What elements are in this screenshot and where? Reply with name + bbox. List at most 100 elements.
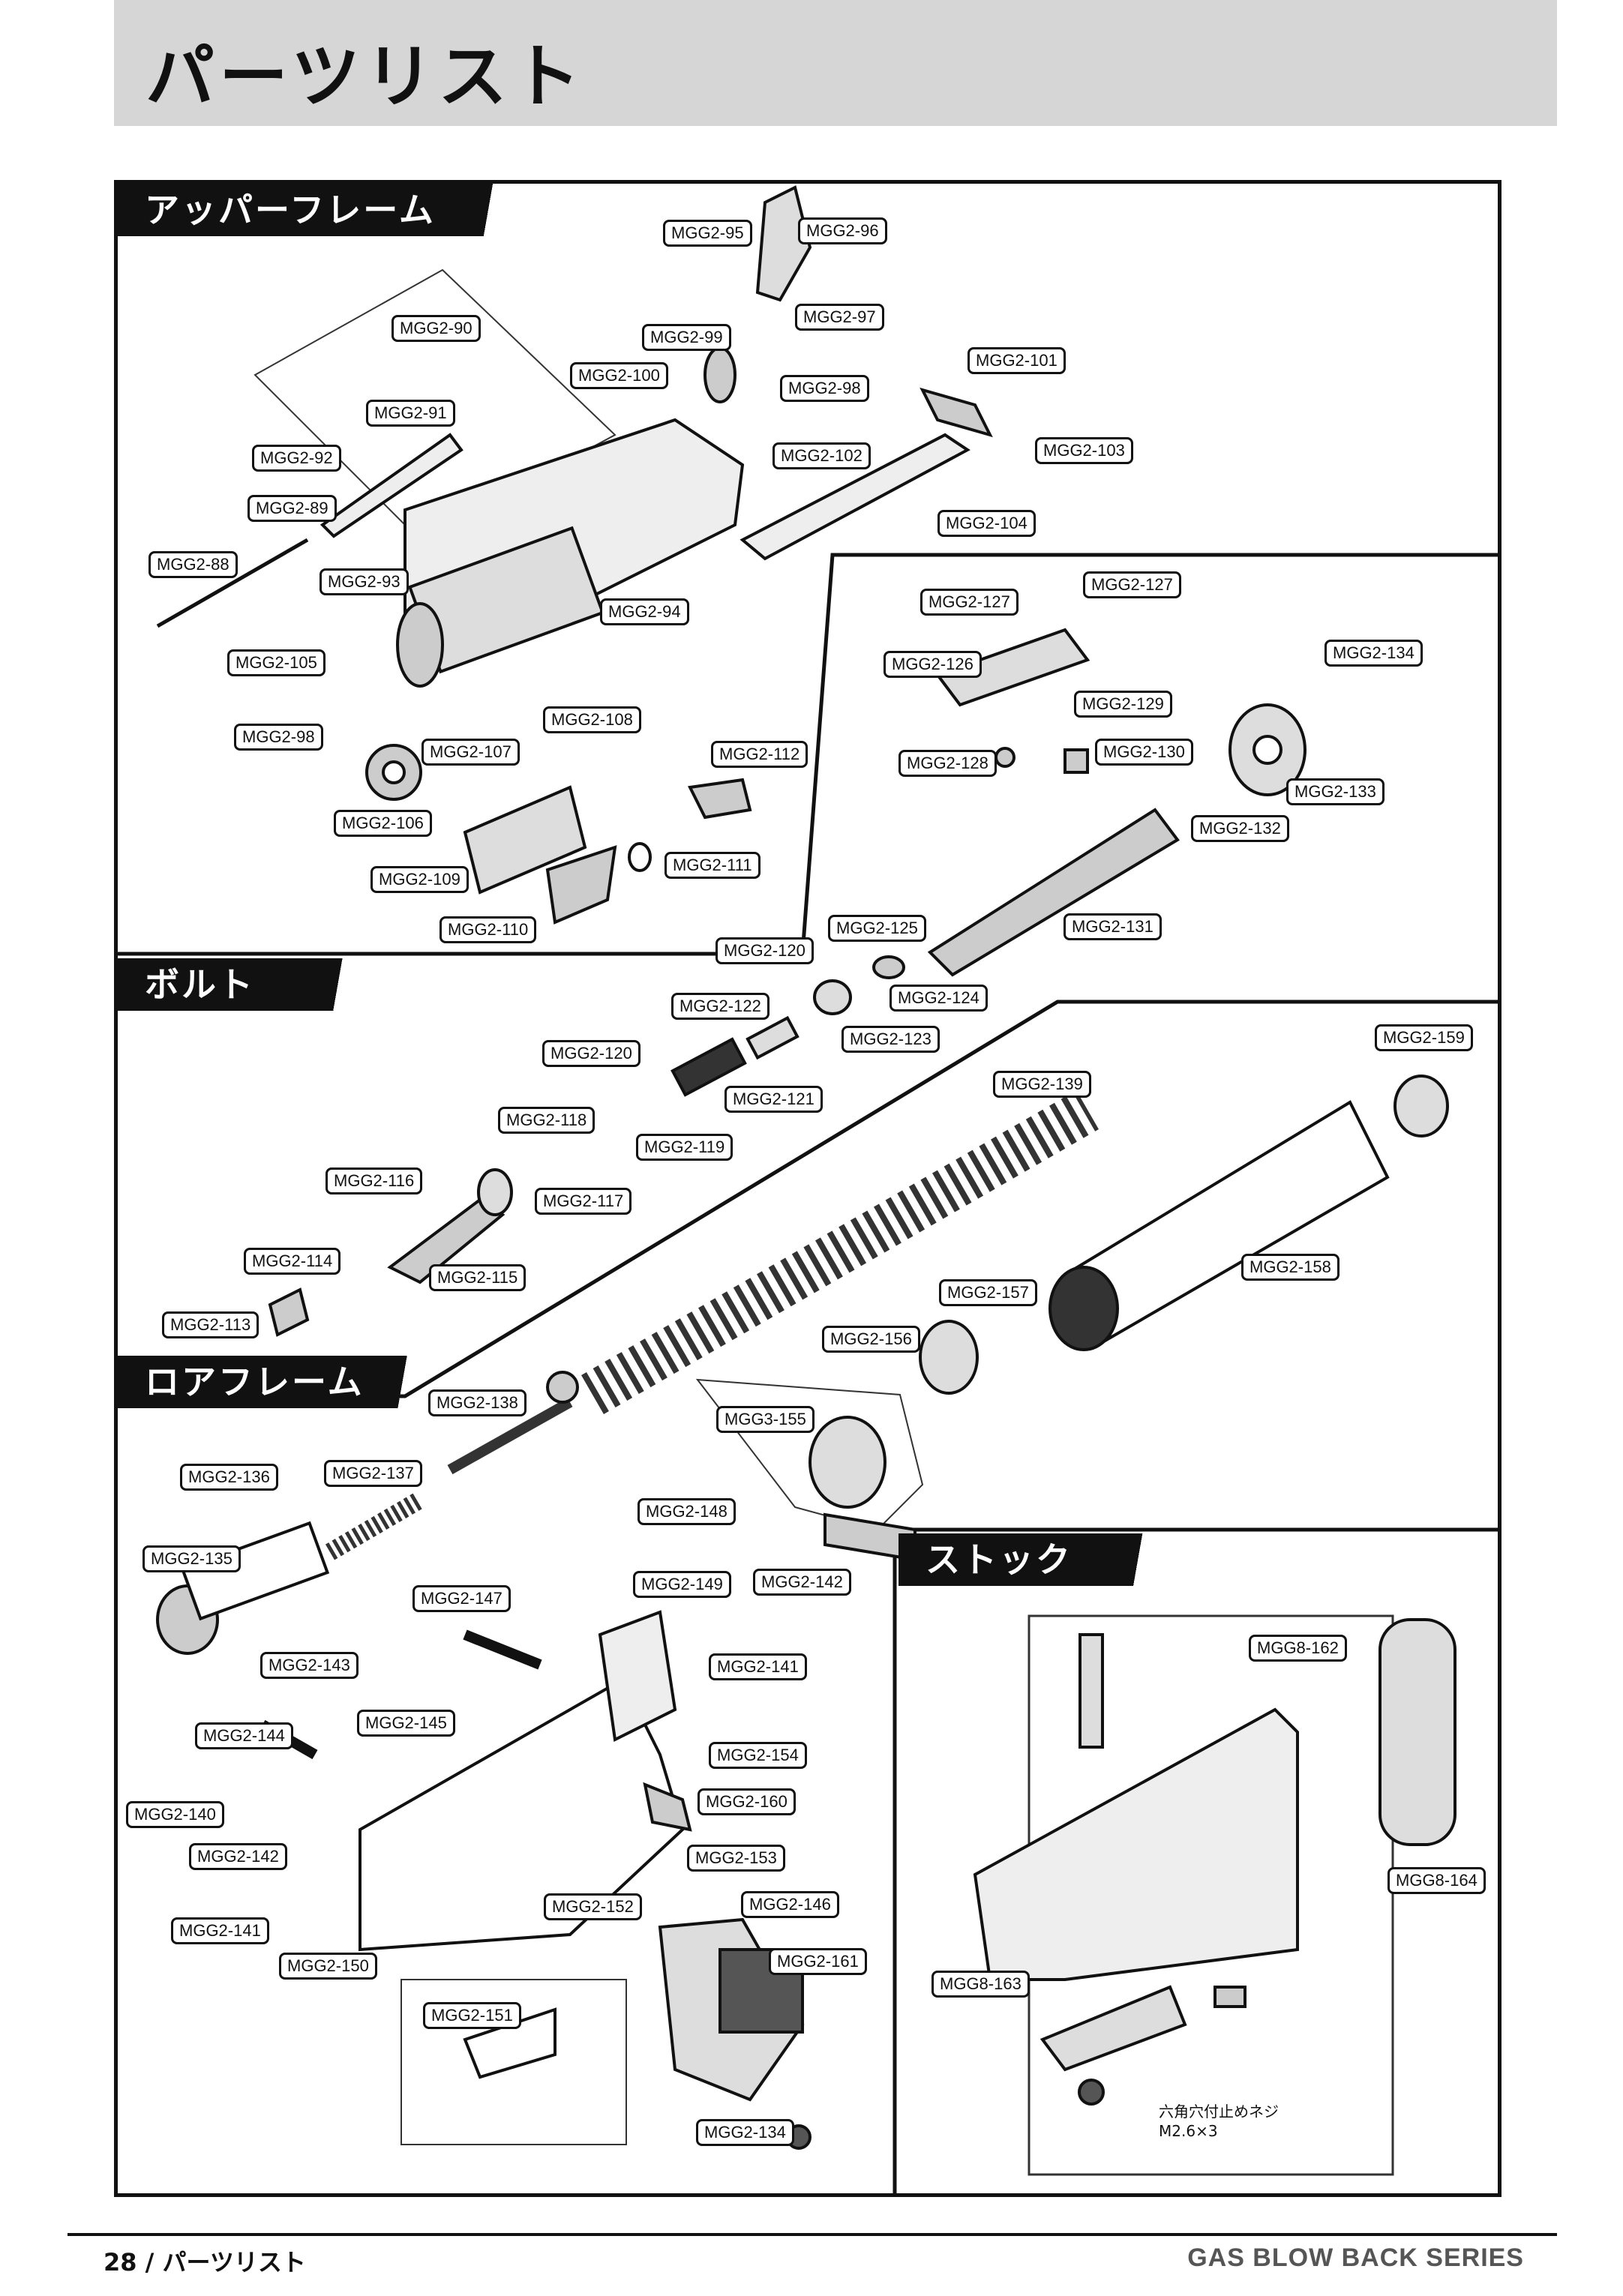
- part-callout: MGG2-160: [698, 1788, 796, 1815]
- part-callout: MGG2-127: [920, 589, 1018, 616]
- part-callout: MGG2-153: [687, 1845, 785, 1872]
- part-callout: MGG2-140: [126, 1801, 224, 1828]
- part-callout: MGG2-115: [429, 1264, 526, 1291]
- footer-rule: [68, 2233, 1557, 2236]
- section-tab-stock: ストック: [898, 1533, 1173, 1586]
- section-label-bolt: ボルト: [145, 964, 255, 1005]
- part-callout: MGG2-134: [696, 2119, 794, 2146]
- part-callout: MGG2-97: [795, 304, 884, 331]
- part-callout: MGG2-93: [320, 568, 409, 595]
- set-screw-note: 六角穴付止めネジ M2.6×3: [1159, 2103, 1279, 2140]
- section-label-lower-frame: ロアフレーム: [145, 1362, 364, 1402]
- part-callout: MGG8-163: [932, 1971, 1030, 1998]
- part-callout: MGG2-136: [180, 1464, 278, 1491]
- part-callout: MGG2-149: [633, 1571, 731, 1598]
- part-callout: MGG2-130: [1095, 739, 1193, 766]
- part-callout: MGG2-157: [939, 1279, 1037, 1306]
- page-header: パーツリスト: [114, 0, 1557, 126]
- page-number-label: 28 / パーツリスト: [104, 2248, 306, 2277]
- part-callout: MGG2-96: [798, 217, 887, 244]
- part-callout: MGG2-147: [412, 1585, 511, 1612]
- part-callout: MGG2-112: [711, 741, 808, 768]
- part-callout: MGG8-162: [1249, 1635, 1347, 1662]
- part-callout: MGG2-105: [227, 649, 326, 676]
- part-callout: MGG2-90: [392, 315, 481, 342]
- lower-frame-parts: [156, 1371, 924, 2150]
- part-callout: MGG2-127: [1083, 571, 1181, 598]
- part-callout: MGG2-142: [753, 1569, 851, 1596]
- part-callout: MGG2-99: [642, 324, 731, 351]
- section-tab-bolt: ボルト: [118, 958, 370, 1011]
- part-callout: MGG2-88: [148, 551, 238, 578]
- part-callout: MGG2-98: [234, 724, 323, 751]
- bolt-carrier-parts: [927, 628, 1306, 977]
- part-callout: MGG2-142: [189, 1843, 287, 1870]
- part-callout: MGG3-155: [716, 1406, 814, 1433]
- part-callout: MGG2-120: [542, 1040, 640, 1067]
- section-label-upper-frame: アッパーフレーム: [145, 190, 436, 230]
- part-callout: MGG2-119: [636, 1134, 734, 1161]
- part-callout: MGG2-131: [1064, 913, 1162, 940]
- parts-diagram-frame: [114, 180, 1502, 2197]
- part-callout: MGG2-158: [1241, 1254, 1340, 1281]
- bolt-section-parts: [268, 955, 1449, 1414]
- part-callout: MGG2-103: [1035, 437, 1133, 464]
- part-callout: MGG2-159: [1375, 1024, 1473, 1051]
- part-callout: MGG2-118: [498, 1107, 596, 1134]
- part-callout: MGG2-104: [938, 510, 1036, 537]
- part-callout: MGG8-164: [1388, 1867, 1486, 1894]
- part-callout: MGG2-138: [428, 1389, 526, 1416]
- part-callout: MGG2-111: [664, 852, 760, 879]
- part-callout: MGG2-98: [780, 375, 869, 402]
- part-callout: MGG2-126: [884, 651, 982, 678]
- section-tab-upper-frame: アッパーフレーム: [118, 184, 535, 236]
- part-callout: MGG2-156: [822, 1326, 920, 1353]
- part-callout: MGG2-102: [772, 442, 871, 469]
- section-label-stock: ストック: [926, 1539, 1072, 1580]
- part-callout: MGG2-100: [570, 362, 668, 389]
- part-callout: MGG2-114: [244, 1248, 341, 1275]
- part-callout: MGG2-161: [769, 1948, 867, 1975]
- part-callout: MGG2-141: [709, 1653, 807, 1680]
- part-callout: MGG2-101: [968, 347, 1066, 374]
- part-callout: MGG2-120: [716, 937, 814, 964]
- part-callout: MGG2-124: [890, 985, 988, 1012]
- part-callout: MGG2-134: [1324, 640, 1423, 667]
- part-callout: MGG2-152: [544, 1893, 642, 1920]
- part-callout: MGG2-132: [1191, 815, 1289, 842]
- part-callout: MGG2-95: [663, 220, 752, 247]
- part-callout: MGG2-91: [366, 400, 455, 427]
- part-callout: MGG2-108: [543, 706, 641, 733]
- part-callout: MGG2-117: [535, 1188, 632, 1215]
- part-callout: MGG2-116: [326, 1167, 423, 1194]
- part-callout: MGG2-109: [370, 866, 469, 893]
- part-callout: MGG2-129: [1074, 691, 1172, 718]
- series-label: GAS BLOW BACK SERIES: [1187, 2244, 1524, 2272]
- part-callout: MGG2-125: [828, 915, 926, 942]
- part-callout: MGG2-146: [741, 1891, 839, 1918]
- part-callout: MGG2-128: [898, 750, 997, 777]
- part-callout: MGG2-139: [993, 1071, 1091, 1098]
- part-callout: MGG2-89: [248, 495, 337, 522]
- part-callout: MGG2-122: [671, 993, 770, 1020]
- part-callout: MGG2-94: [600, 598, 689, 625]
- part-callout: MGG2-151: [423, 2002, 521, 2029]
- part-callout: MGG2-137: [324, 1460, 422, 1487]
- part-callout: MGG2-113: [162, 1311, 260, 1338]
- section-tab-lower-frame: ロアフレーム: [118, 1356, 437, 1408]
- part-callout: MGG2-110: [440, 916, 537, 943]
- part-callout: MGG2-154: [709, 1742, 807, 1769]
- part-callout: MGG2-143: [260, 1652, 358, 1679]
- part-callout: MGG2-150: [279, 1953, 377, 1980]
- part-callout: MGG2-133: [1286, 778, 1384, 805]
- part-callout: MGG2-106: [334, 810, 432, 837]
- part-callout: MGG2-135: [142, 1545, 241, 1572]
- part-callout: MGG2-148: [638, 1498, 736, 1525]
- part-callout: MGG2-123: [842, 1026, 940, 1053]
- part-callout: MGG2-144: [195, 1722, 293, 1749]
- part-callout: MGG2-92: [252, 445, 341, 472]
- part-callout: MGG2-107: [422, 739, 520, 766]
- part-callout: MGG2-145: [357, 1710, 455, 1737]
- stock-parts: [973, 1614, 1456, 2176]
